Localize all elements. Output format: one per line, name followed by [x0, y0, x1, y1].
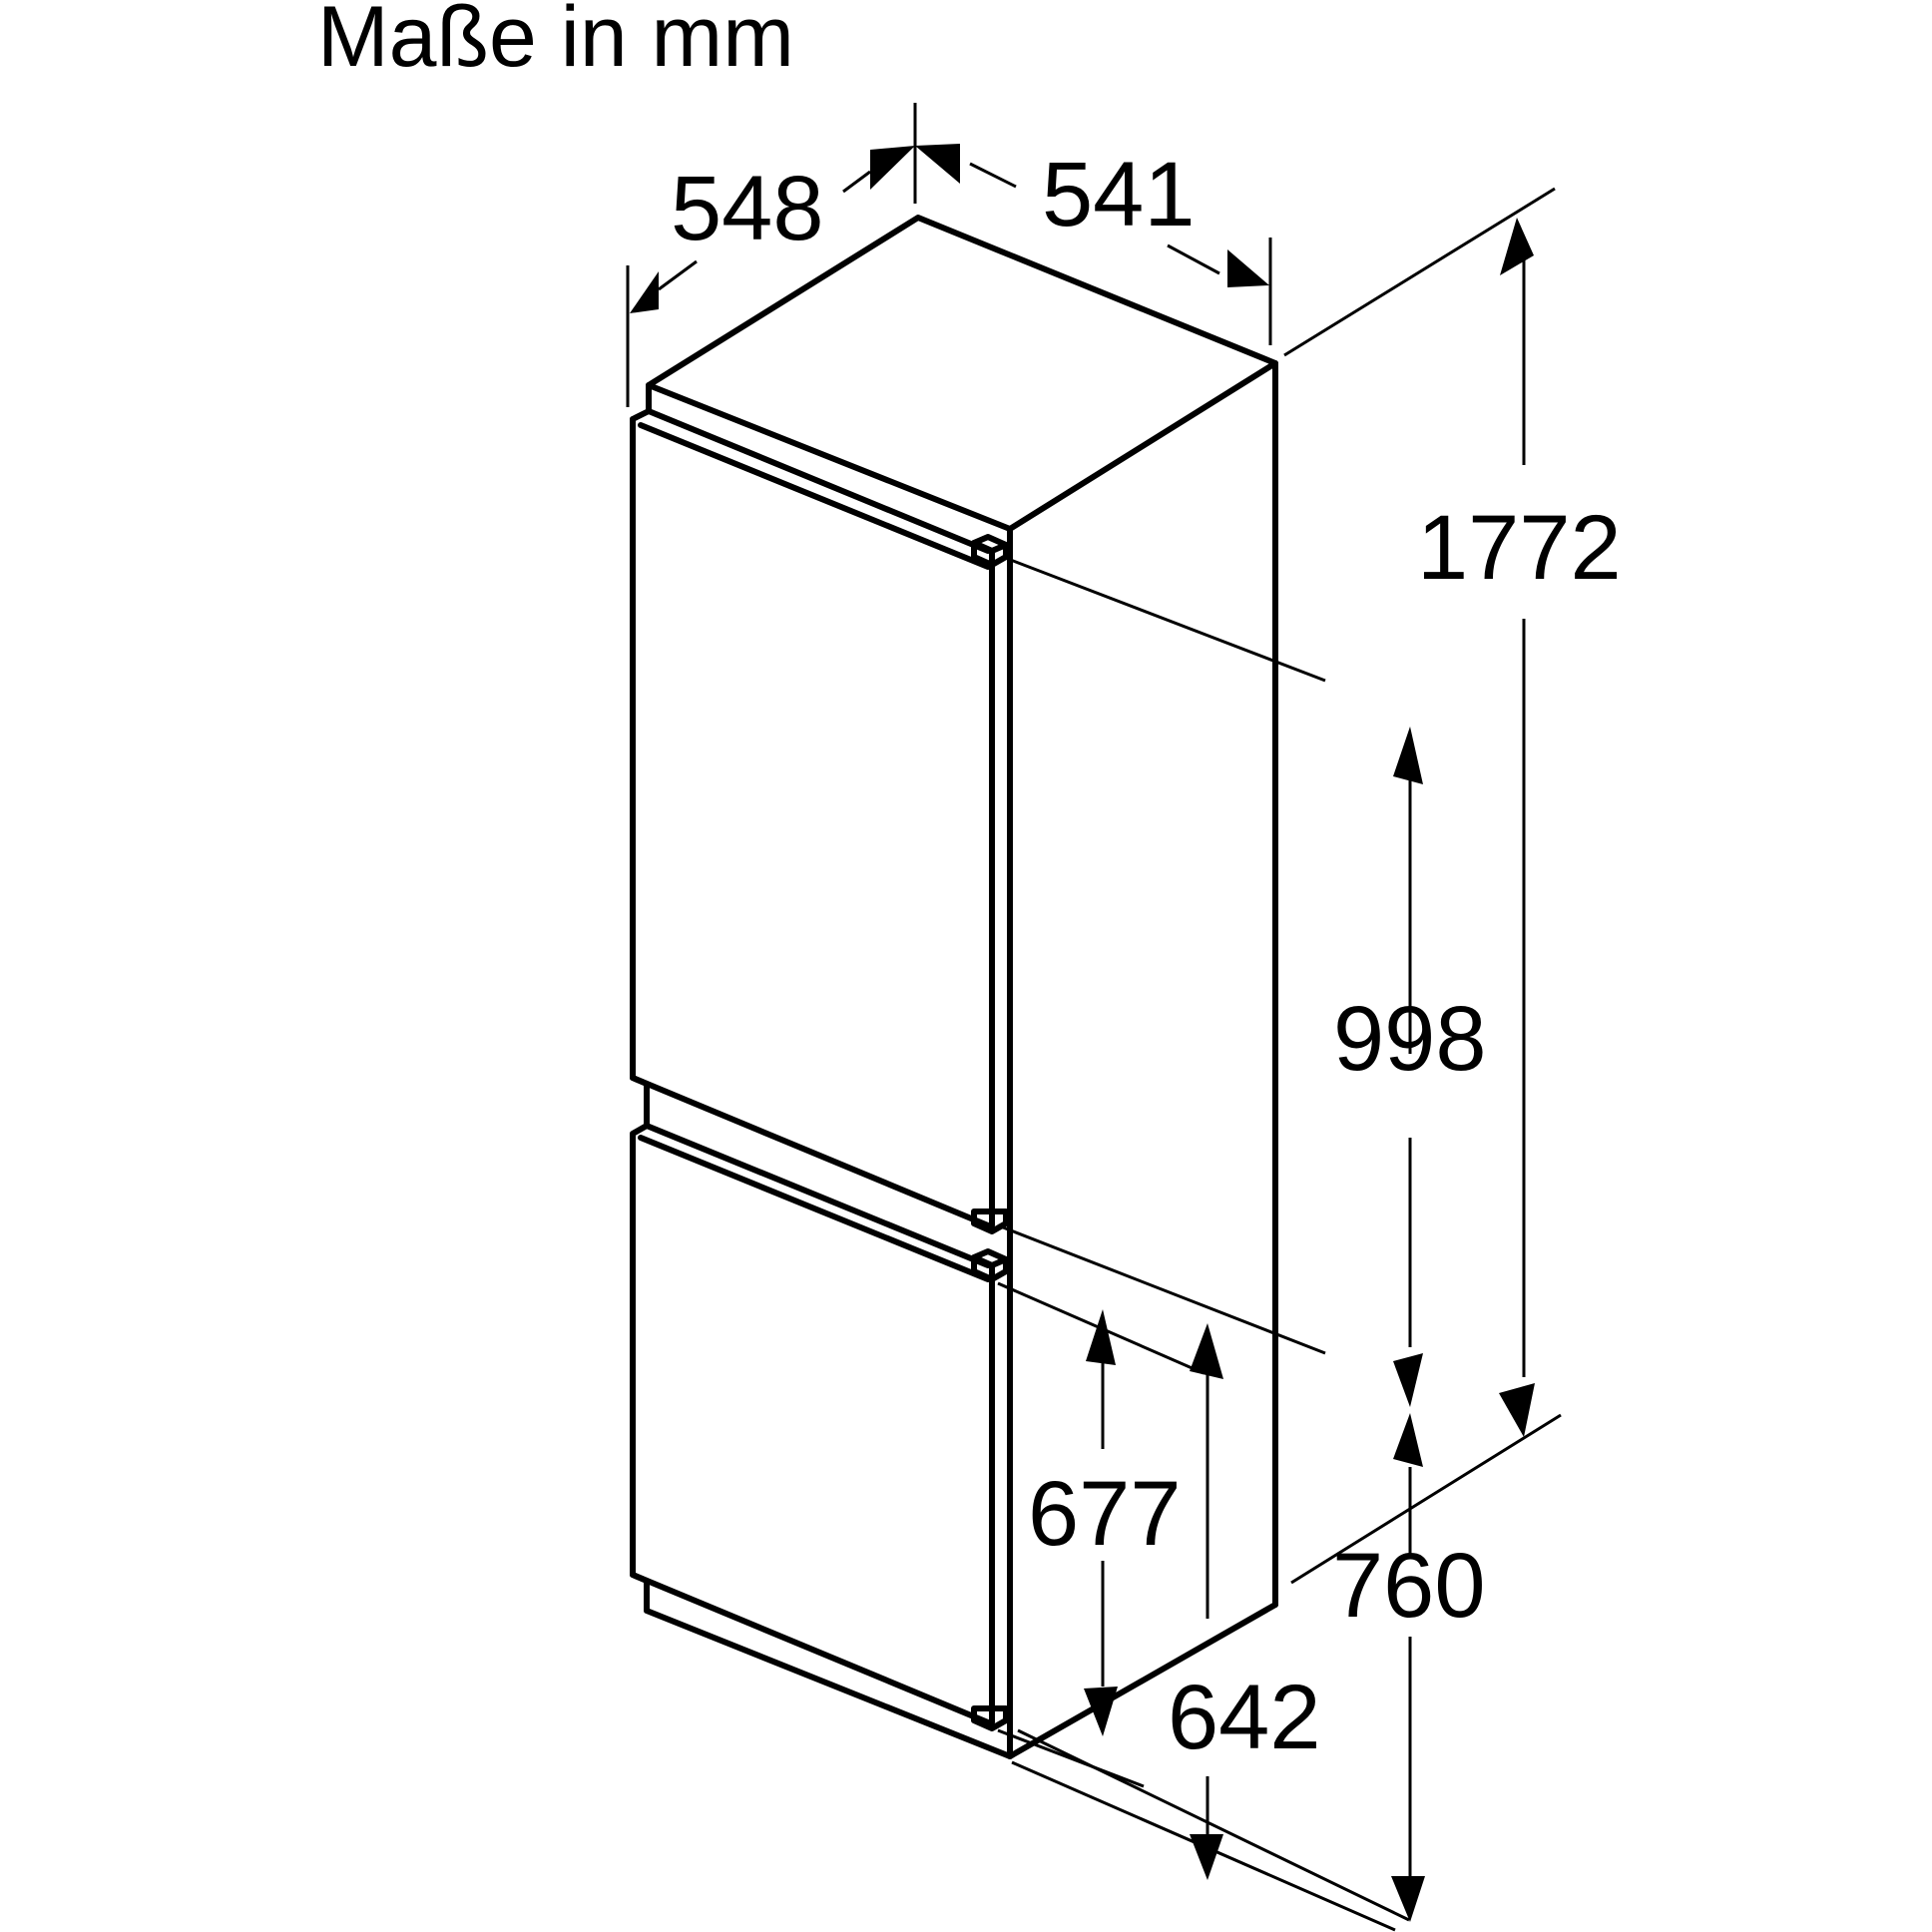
dimension-total-height-label: 1772 [1417, 497, 1622, 599]
dimension-lower-door-label: 677 [1028, 1463, 1182, 1565]
dimension-width-label: 541 [1042, 144, 1196, 245]
dimension-lower-front [1011, 1323, 1396, 1932]
dimension-upper-door-label: 998 [1333, 988, 1487, 1090]
upper-door [630, 408, 1009, 1234]
dimension-lower-front-label: 642 [1168, 1667, 1321, 1768]
dimension-depth-width [626, 103, 1272, 407]
middle-strip [630, 1075, 650, 1129]
dimension-lower-total-label: 760 [1332, 1535, 1486, 1637]
dimension-upper-door [997, 557, 1423, 1407]
dimension-total-height [1283, 187, 1562, 1585]
page-title: Maße in mm [317, 0, 794, 85]
dimension-lower-door [997, 1281, 1205, 1788]
dimension-depth-label: 548 [671, 158, 824, 259]
plinth [630, 1572, 1013, 1759]
lower-door [630, 1123, 1009, 1731]
cabinet-body [646, 215, 1278, 1759]
